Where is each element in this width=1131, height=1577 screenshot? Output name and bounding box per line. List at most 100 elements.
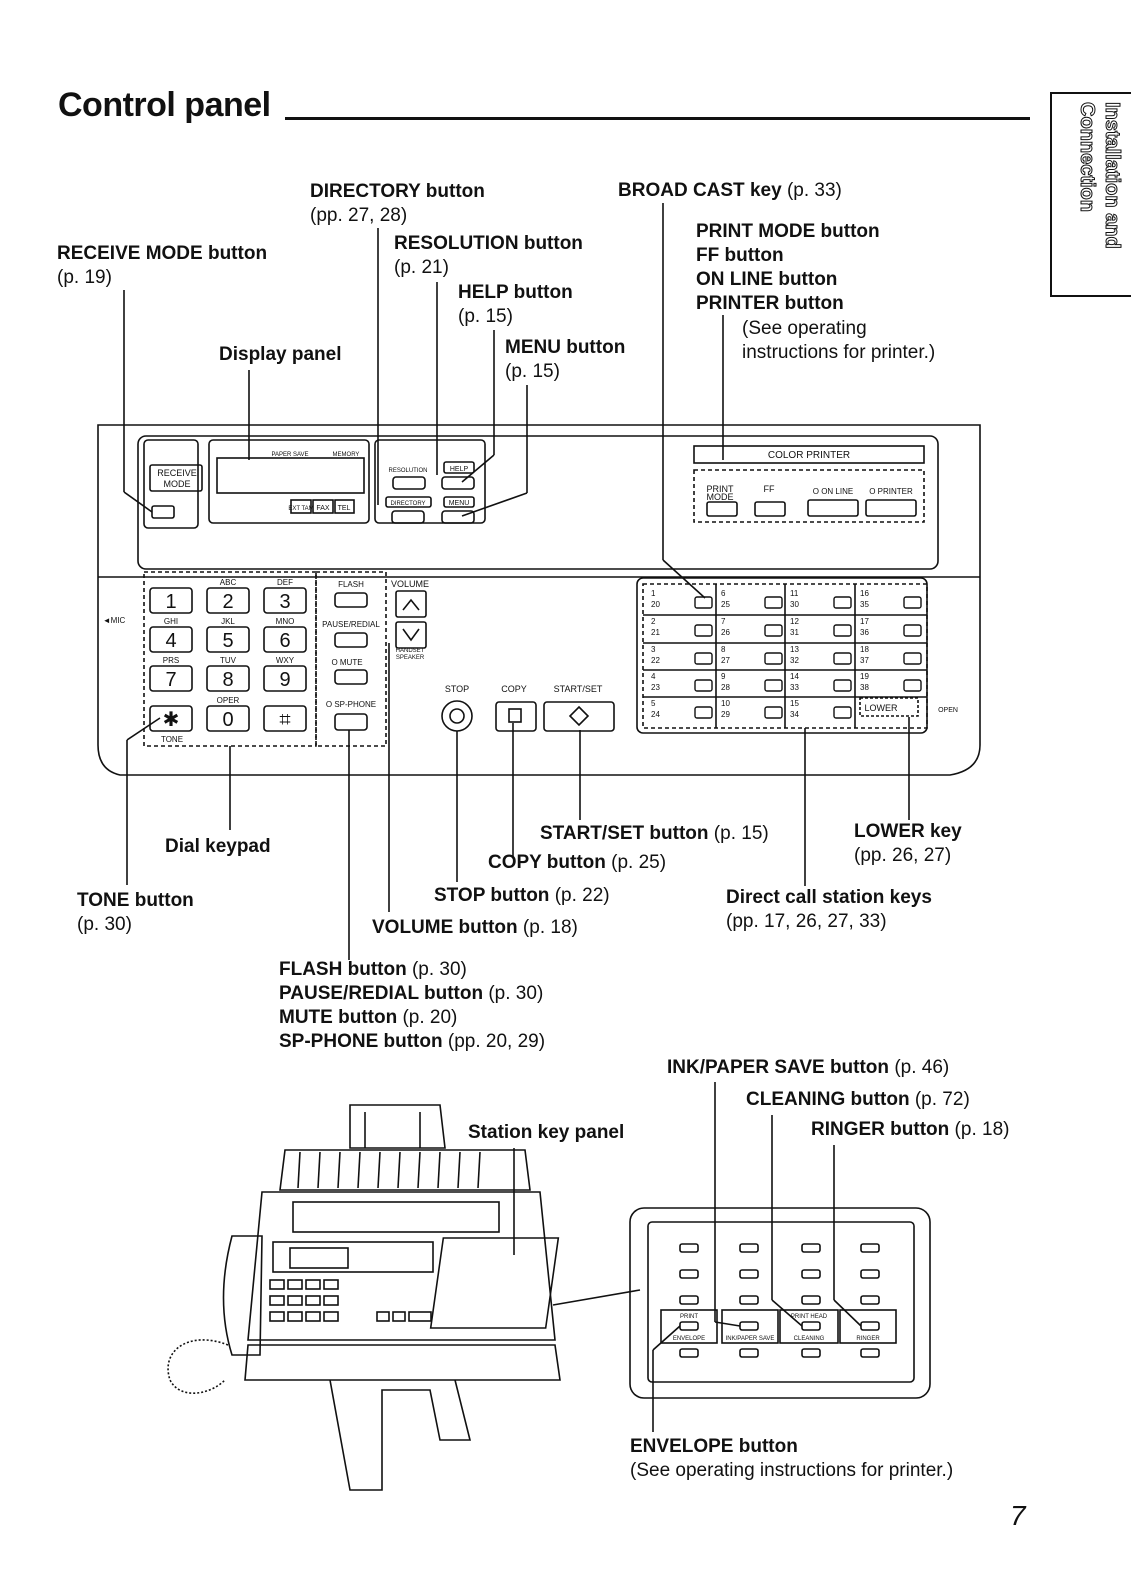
panel-receive-mode-2: MODE [164,479,191,489]
panel-handset-2: SPEAKER [396,655,425,661]
keypad-letters: WXY [276,656,295,665]
station-key-button[interactable] [903,679,922,692]
panel-start-set: START/SET [554,684,603,694]
keypad-digit[interactable]: 1 [165,591,176,613]
station-key-number: 33 [790,683,799,692]
station-key-button[interactable] [694,679,713,692]
panel-fax: FAX [316,505,330,512]
station-key-number: 20 [651,600,660,609]
panel-mute: O MUTE [331,658,362,667]
keypad-digit[interactable]: ✱ [163,709,180,731]
panel-open: OPEN [938,707,958,714]
keypad-digit[interactable]: 4 [165,630,176,652]
callout-start-set: START/SET button (p. 15) [540,823,769,844]
panel-volume: VOLUME [391,579,429,589]
callout-broadcast: BROAD CAST key (p. 33) [618,180,842,201]
panel-lower: LOWER [864,703,898,713]
station-key-button[interactable] [764,596,783,609]
keypad-digit[interactable]: 9 [279,669,290,691]
station-key-number: 3 [651,645,656,654]
station-key-button[interactable] [694,706,713,719]
station-key-number: 7 [721,617,726,626]
station-key-number: 17 [860,617,869,626]
keypad-digit[interactable]: 2 [222,591,233,613]
station-key-number: 9 [721,672,726,681]
keypad-digit[interactable]: 6 [279,630,290,652]
keypad-digit[interactable]: 7 [165,669,176,691]
station-key-button[interactable] [764,679,783,692]
station-key-number: 26 [721,628,730,637]
keypad-letters: DEF [277,578,293,587]
station-key-button[interactable] [833,624,852,637]
station-key-button[interactable] [903,624,922,637]
callout-printer-group: PRINT MODE button FF button ON LINE butt… [696,221,880,314]
station-key-number: 1 [651,589,656,598]
callout-help: HELP button(p. 15) [458,282,573,327]
title-rule [285,117,1030,120]
panel-on-line: O ON LINE [813,487,853,496]
station-key-number: 2 [651,617,656,626]
keypad-letters: PRS [163,656,179,665]
station-key-number: 36 [860,628,869,637]
station-key-number: 25 [721,600,730,609]
station-key-button[interactable] [903,652,922,665]
keypad-digit[interactable]: 8 [222,669,233,691]
inset-ringer: RINGER [856,1336,880,1342]
station-key-button[interactable] [833,652,852,665]
station-key-button[interactable] [833,706,852,719]
station-key-button[interactable] [694,652,713,665]
callout-dial-keypad: Dial keypad [165,836,271,857]
panel-flash: FLASH [338,580,364,589]
callout-station-key-panel: Station key panel [468,1122,625,1143]
station-key-button[interactable] [694,624,713,637]
panel-sp-phone: O SP-PHONE [326,700,376,709]
panel-receive-mode-1: RECEIVE [157,468,197,478]
callout-cleaning: CLEANING button (p. 72) [746,1089,970,1110]
page-title: Control panel [58,86,271,124]
panel-resolution: RESOLUTION [388,468,427,474]
callout-tone: TONE button(p. 30) [77,890,194,935]
station-key-button[interactable] [764,706,783,719]
callout-ink-paper-save: INK/PAPER SAVE button (p. 46) [667,1057,950,1078]
station-key-number: 13 [790,645,799,654]
inset-ink-paper-save: INK/PAPER SAVE [726,1336,775,1342]
keypad-digit[interactable]: 5 [222,630,233,652]
panel-handset-1: HANDSET [396,648,425,654]
page-number: 7 [1010,1500,1026,1531]
panel-print-mode-2: MODE [707,492,734,502]
station-key-number: 18 [860,645,869,654]
station-key-number: 38 [860,683,869,692]
station-key-number: 6 [721,589,726,598]
station-key-button[interactable] [833,679,852,692]
station-key-number: 31 [790,628,799,637]
panel-tel: TEL [338,505,351,512]
callout-phone-buttons: FLASH button (p. 30) PAUSE/REDIAL button… [279,959,546,1052]
station-key-number: 5 [651,699,656,708]
station-key-number: 34 [790,710,799,719]
station-key-number: 32 [790,656,799,665]
station-key-button[interactable] [764,624,783,637]
station-key-number: 12 [790,617,799,626]
callout-resolution: RESOLUTION button(p. 21) [394,233,583,278]
callout-lower: LOWER key(pp. 26, 27) [854,821,962,866]
panel-pause-redial: PAUSE/REDIAL [322,620,380,629]
callout-stop: STOP button (p. 22) [434,885,610,906]
callout-receive-mode: RECEIVE MODE button(p. 19) [57,243,268,288]
station-key-button[interactable] [903,596,922,609]
station-key-number: 15 [790,699,799,708]
panel-stop: STOP [445,684,469,694]
station-key-number: 35 [860,600,869,609]
keypad-digit[interactable]: 3 [279,591,290,613]
station-key-button[interactable] [694,596,713,609]
panel-tone: TONE [161,735,183,744]
station-key-number: 21 [651,628,660,637]
panel-print-mode-1: PRINT [707,484,735,494]
station-key-button[interactable] [764,652,783,665]
keypad-letters: TUV [220,656,237,665]
keypad-digit[interactable]: ⌗ [279,709,290,731]
panel-copy: COPY [501,684,527,694]
keypad-digit[interactable]: 0 [222,709,233,731]
station-key-button[interactable] [833,596,852,609]
callout-copy: COPY button (p. 25) [488,852,667,873]
